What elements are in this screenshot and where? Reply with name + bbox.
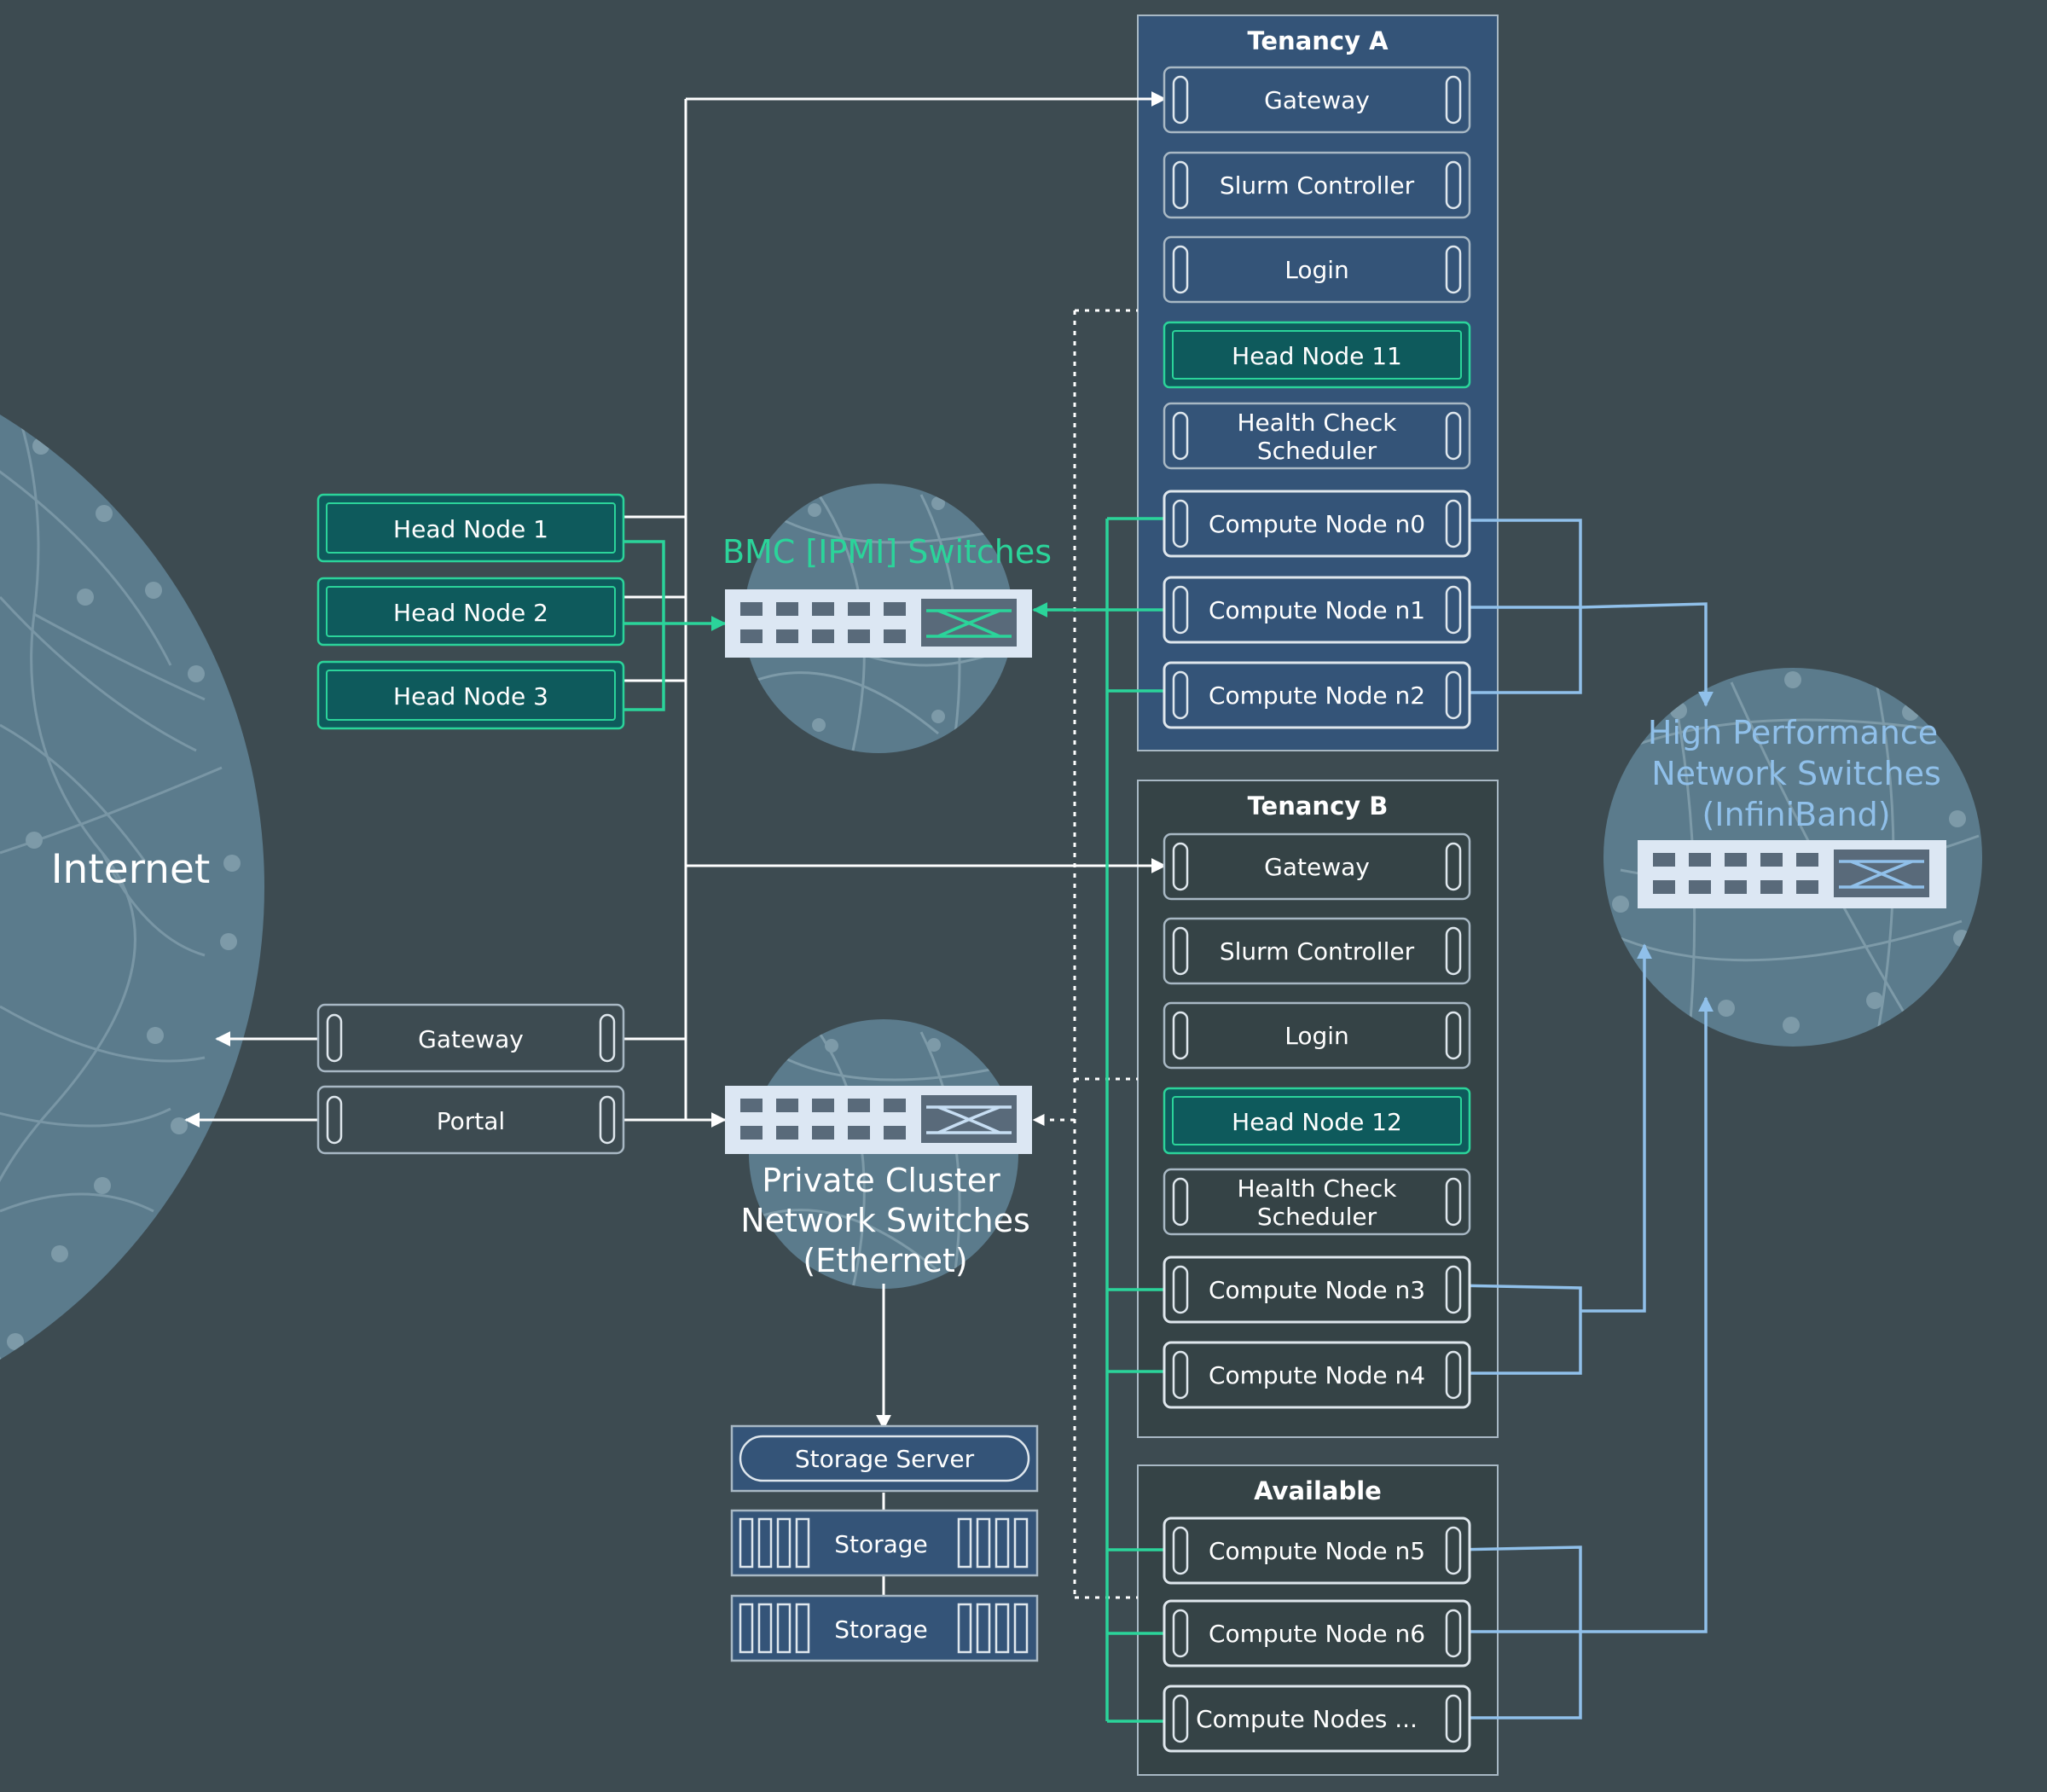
tenancy-a-head-node[interactable]: Head Node 11 [1163,321,1471,389]
internet-label: Internet [51,846,211,893]
tenancy-a-login[interactable]: Login [1163,235,1471,304]
tenancy-b-gateway[interactable]: Gateway [1163,832,1471,901]
svg-text:Slurm Controller: Slurm Controller [1220,171,1415,200]
svg-text:(InfiniBand): (InfiniBand) [1702,796,1890,833]
bmc-switch-label: BMC [IPMI] Switches [722,533,1052,571]
svg-text:Head Node 1: Head Node 1 [393,515,548,543]
svg-text:Head Node 11: Head Node 11 [1232,342,1402,370]
compute-node-n1[interactable]: Compute Node n1 [1163,576,1471,644]
svg-text:High Performance: High Performance [1648,714,1938,751]
bmc-switch [725,589,1032,658]
svg-text:Storage: Storage [834,1615,928,1644]
svg-text:Compute Node n0: Compute Node n0 [1209,510,1425,538]
cluster-gateway[interactable]: Gateway [316,1003,625,1073]
compute-node-n3[interactable]: Compute Node n3 [1163,1256,1471,1324]
compute-node-n4[interactable]: Compute Node n4 [1163,1341,1471,1409]
svg-text:Health Check: Health Check [1238,1174,1398,1203]
svg-text:Health Check: Health Check [1238,409,1398,437]
svg-text:Compute Node n6: Compute Node n6 [1209,1620,1425,1648]
svg-text:Compute Node n5: Compute Node n5 [1209,1537,1425,1565]
svg-text:Scheduler: Scheduler [1257,1203,1377,1231]
private-switch [725,1086,1032,1154]
svg-text:Compute Node n1: Compute Node n1 [1209,596,1425,624]
svg-text:(Ethernet): (Ethernet) [803,1242,967,1279]
svg-text:Gateway: Gateway [418,1025,524,1053]
tenancy-b-login[interactable]: Login [1163,1001,1471,1070]
available-title: Available [1254,1476,1382,1505]
svg-text:Compute Node n3: Compute Node n3 [1209,1276,1425,1304]
compute-node-n5[interactable]: Compute Node n5 [1163,1517,1471,1585]
head-node-1[interactable]: Head Node 1 [316,493,625,563]
tenancy-a-title: Tenancy A [1247,26,1389,55]
svg-text:Compute Node n2: Compute Node n2 [1209,681,1425,710]
infiniband-lines [1452,513,1714,1725]
tenancy-b-title: Tenancy B [1248,792,1389,821]
tenancy-a-gateway[interactable]: Gateway [1163,66,1471,134]
svg-text:Login: Login [1284,1022,1349,1050]
dotted-lines [1032,309,1138,1599]
tenancy-a-health-check[interactable]: Health Check Scheduler [1163,402,1471,470]
svg-text:Portal: Portal [437,1107,505,1135]
svg-text:Storage: Storage [834,1530,928,1558]
svg-text:Compute Nodes ...: Compute Nodes ... [1196,1705,1418,1733]
private-switch-label: Private Cluster Network Switches (Ethern… [740,1162,1030,1279]
storage-unit-1[interactable]: Storage [730,1509,1039,1577]
svg-text:Gateway: Gateway [1264,853,1370,881]
tenancy-b-health-check[interactable]: Health Check Scheduler [1163,1168,1471,1236]
tenancy-b-slurm-controller[interactable]: Slurm Controller [1163,917,1471,985]
svg-text:Network Switches: Network Switches [1651,755,1941,792]
cluster-portal[interactable]: Portal [316,1085,625,1155]
compute-node-n6[interactable]: Compute Node n6 [1163,1599,1471,1667]
head-node-2[interactable]: Head Node 2 [316,577,625,647]
tenancy-a-slurm-controller[interactable]: Slurm Controller [1163,151,1471,219]
head-node-3[interactable]: Head Node 3 [316,660,625,730]
hps-switch-label: High Performance Network Switches (Infin… [1648,714,1941,833]
storage-unit-2[interactable]: Storage [730,1594,1039,1662]
svg-text:Compute Node n4: Compute Node n4 [1209,1361,1425,1389]
svg-text:Gateway: Gateway [1264,86,1370,114]
compute-nodes-more[interactable]: Compute Nodes ... [1163,1685,1471,1753]
compute-node-n2[interactable]: Compute Node n2 [1163,661,1471,729]
svg-text:Storage Server: Storage Server [795,1445,975,1473]
svg-text:Head Node 2: Head Node 2 [393,599,548,627]
svg-text:Scheduler: Scheduler [1257,437,1377,465]
storage-server[interactable]: Storage Server [730,1424,1039,1493]
compute-node-n0[interactable]: Compute Node n0 [1163,490,1471,558]
svg-text:Private Cluster: Private Cluster [762,1162,1000,1199]
svg-text:Head Node 12: Head Node 12 [1232,1108,1402,1136]
hps-switch [1638,840,1946,908]
svg-text:Head Node 3: Head Node 3 [393,682,548,710]
svg-text:Network Switches: Network Switches [740,1202,1030,1239]
tenancy-b-head-node[interactable]: Head Node 12 [1163,1087,1471,1155]
svg-text:Slurm Controller: Slurm Controller [1220,937,1415,966]
svg-text:Login: Login [1284,256,1349,284]
